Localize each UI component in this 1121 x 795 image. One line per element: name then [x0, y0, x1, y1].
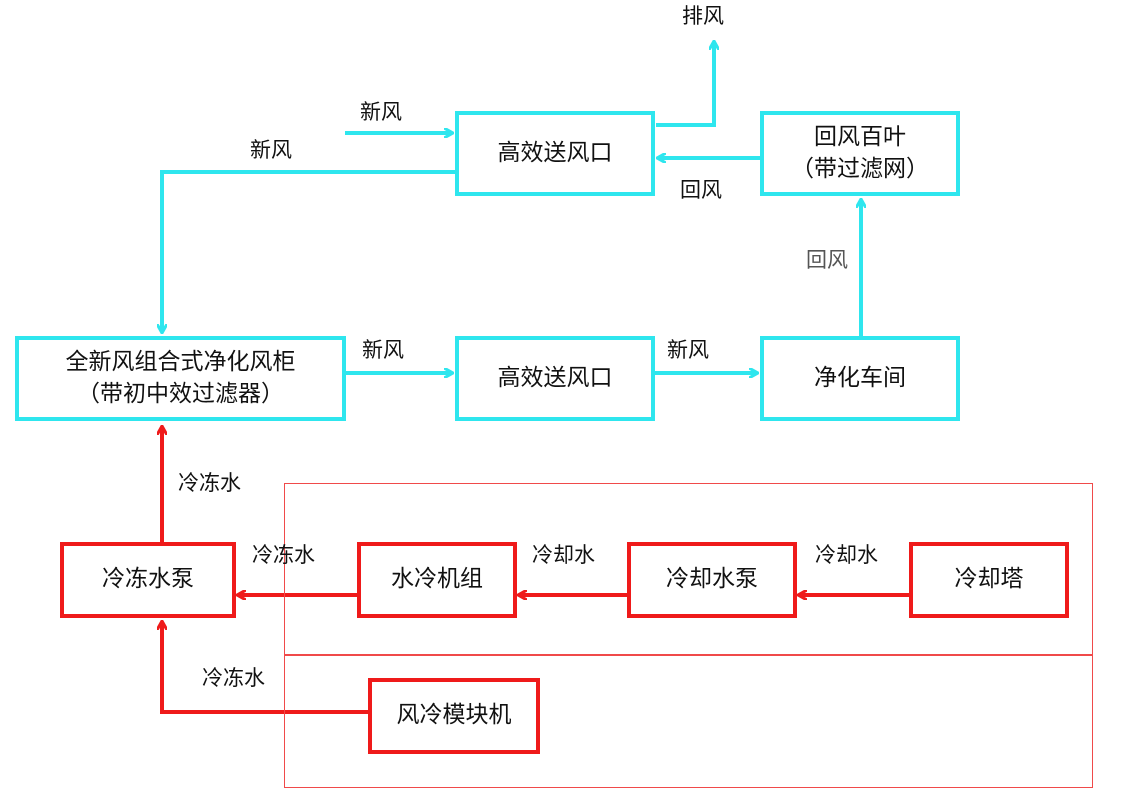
clean-room: 净化车间 [760, 336, 960, 421]
fresh-air-ahu-to-outlet-label: 新风 [362, 338, 404, 362]
water-chiller: 水冷机组 [357, 542, 517, 618]
air-cooled-group [284, 654, 1093, 788]
cooling-tower: 冷却塔 [909, 542, 1069, 618]
cooling-tower-label: 冷却塔 [954, 566, 1024, 593]
exhaust-label: 排风 [682, 4, 724, 28]
air-cooled-module: 风冷模块机 [368, 678, 540, 754]
supply-outlet-mid-label: 高效送风口 [497, 364, 613, 391]
water-cooled-group [284, 483, 1093, 656]
supply-outlet-top: 高效送风口 [455, 111, 655, 196]
supply-outlet-mid: 高效送风口 [455, 336, 655, 421]
return-air-top-label: 回风 [680, 178, 722, 202]
cooling-water-from-pump-label: 冷却水 [532, 543, 595, 567]
cooling-water-pump: 冷却水泵 [627, 542, 797, 618]
clean-room-label: 净化车间 [814, 364, 906, 391]
ahu-label-2: （带初中效过滤器） [77, 380, 284, 407]
fresh-air-down-label: 新风 [250, 138, 292, 162]
return-louver-label-1: 回风百叶 [814, 124, 906, 151]
supply-outlet-top-label: 高效送风口 [497, 139, 613, 166]
fresh-air-outlet-to-room-label: 新风 [667, 338, 709, 362]
return-louver-label-2: （带过滤网） [791, 155, 929, 182]
chilled-water-from-chiller-label: 冷冻水 [252, 543, 315, 567]
exhaust-arrow [656, 42, 714, 127]
cooling-water-pump-label: 冷却水泵 [666, 566, 758, 593]
fresh-air-ahu: 全新风组合式净化风柜 （带初中效过滤器） [15, 336, 346, 421]
air-cooled-module-label: 风冷模块机 [396, 702, 512, 729]
ahu-label-1: 全新风组合式净化风柜 [65, 349, 296, 376]
chilled-water-up-label: 冷冻水 [178, 471, 241, 495]
fresh-air-down-arrow [162, 170, 456, 332]
module-to-pump-arrow [162, 622, 368, 714]
chilled-water-from-module-label: 冷冻水 [202, 666, 265, 690]
chilled-water-pump-label: 冷冻水泵 [102, 566, 194, 593]
return-louver: 回风百叶 （带过滤网） [760, 111, 960, 196]
chilled-water-pump: 冷冻水泵 [60, 542, 236, 618]
cooling-water-from-tower-label: 冷却水 [815, 543, 878, 567]
water-chiller-label: 水冷机组 [391, 566, 483, 593]
return-air-up-label: 回风 [806, 248, 848, 272]
fresh-air-in-top-label: 新风 [360, 100, 402, 124]
